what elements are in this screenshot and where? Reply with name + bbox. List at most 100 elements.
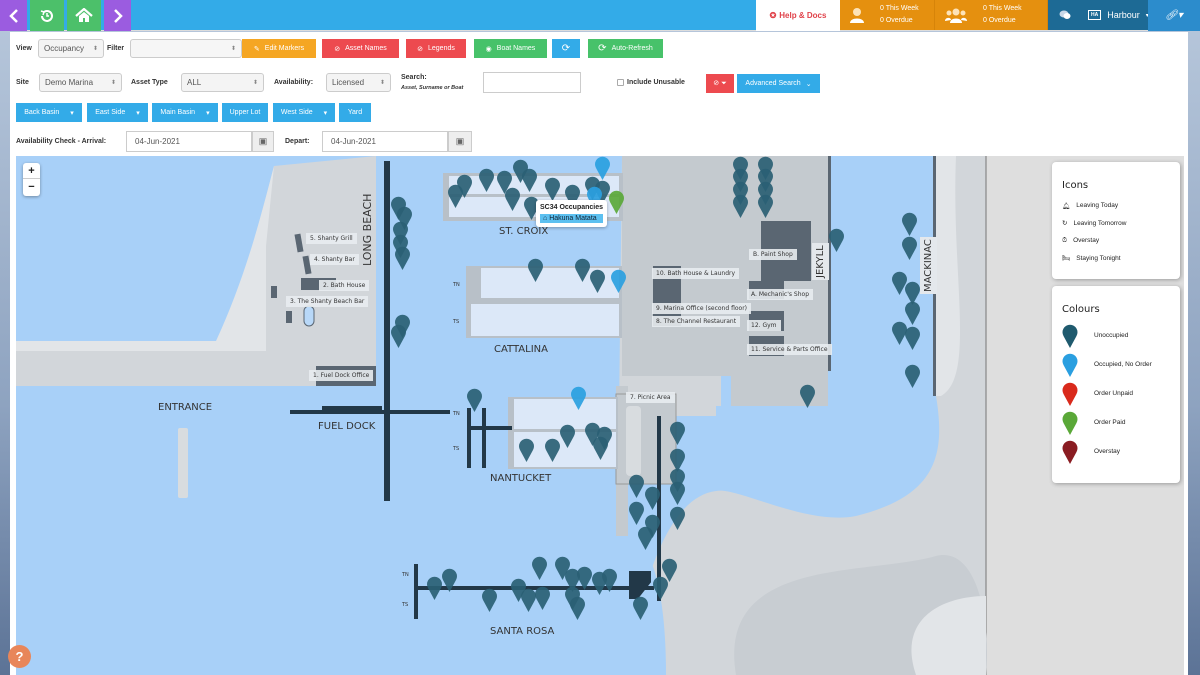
berth-marker[interactable]: [570, 386, 586, 410]
berth-marker[interactable]: [732, 156, 748, 180]
building-label-picnic-area[interactable]: 7. Picnic Area: [626, 392, 675, 403]
berth-marker[interactable]: [523, 196, 539, 220]
area-button-east-side[interactable]: East Side▾: [87, 103, 148, 122]
berth-marker[interactable]: [628, 501, 644, 525]
berth-marker[interactable]: [757, 168, 773, 192]
berth-marker[interactable]: [601, 568, 617, 592]
help-docs-button[interactable]: ✪ Help & Docs: [756, 0, 840, 31]
edit-markers-button[interactable]: ✎Edit Markers: [242, 39, 316, 58]
berth-marker[interactable]: [904, 281, 920, 305]
berth-marker[interactable]: [576, 566, 592, 590]
berth-marker[interactable]: [891, 271, 907, 295]
berth-marker[interactable]: [901, 212, 917, 236]
berth-marker[interactable]: [669, 468, 685, 492]
berth-marker[interactable]: [594, 180, 610, 204]
berth-marker[interactable]: [904, 301, 920, 325]
asset-type-select[interactable]: ALL⬍: [181, 73, 264, 92]
berth-marker[interactable]: [592, 436, 608, 460]
berth-marker[interactable]: [669, 481, 685, 505]
berth-marker[interactable]: [608, 190, 624, 214]
boat-names-button[interactable]: ◉Boat Names: [474, 39, 547, 58]
building-label-paint-shop[interactable]: B. Paint Shop: [749, 249, 797, 260]
berth-marker[interactable]: [394, 246, 410, 270]
berth-marker[interactable]: [559, 424, 575, 448]
search-input[interactable]: [483, 72, 581, 93]
berth-marker[interactable]: [757, 181, 773, 205]
berth-marker[interactable]: [554, 556, 570, 580]
berth-marker[interactable]: [520, 588, 536, 612]
berth-marker[interactable]: [496, 170, 512, 194]
berth-marker[interactable]: [828, 228, 844, 252]
auto-refresh-button[interactable]: ⟳Auto-Refresh: [588, 39, 663, 58]
berth-marker[interactable]: [544, 177, 560, 201]
depart-calendar-button[interactable]: ▣: [448, 131, 472, 152]
view-select[interactable]: Occupancy⬍: [38, 39, 104, 58]
berth-marker[interactable]: [478, 168, 494, 192]
berth-marker[interactable]: [456, 174, 472, 198]
area-button-west-side[interactable]: West Side▾: [273, 103, 335, 122]
berth-marker[interactable]: [512, 159, 528, 183]
zoom-out-button[interactable]: −: [28, 181, 35, 193]
legends-button[interactable]: ⊘Legends: [406, 39, 466, 58]
popup-boat-link[interactable]: ⌂ Hakuna Matata: [540, 214, 604, 223]
berth-marker[interactable]: [652, 576, 668, 600]
back-button[interactable]: [0, 0, 27, 31]
berth-marker[interactable]: [904, 326, 920, 350]
berth-marker[interactable]: [441, 568, 457, 592]
berth-marker[interactable]: [396, 206, 412, 230]
berth-marker[interactable]: [757, 194, 773, 218]
building-label-shanty-beach-bar[interactable]: 3. The Shanty Beach Bar: [286, 296, 369, 307]
berth-marker[interactable]: [669, 506, 685, 530]
building-label-gym[interactable]: 12. Gym: [747, 320, 781, 331]
arrival-calendar-button[interactable]: ▣: [252, 131, 274, 152]
area-button-main-basin[interactable]: Main Basin▾: [152, 103, 218, 122]
berth-marker[interactable]: [757, 156, 773, 180]
berth-marker[interactable]: [447, 184, 463, 208]
berth-marker[interactable]: [518, 438, 534, 462]
berth-marker[interactable]: [901, 236, 917, 260]
berth-marker[interactable]: [584, 422, 600, 446]
chat-button[interactable]: [1048, 0, 1082, 30]
berth-marker[interactable]: [534, 586, 550, 610]
berth-marker[interactable]: [732, 181, 748, 205]
berth-marker[interactable]: [594, 156, 610, 180]
berth-marker[interactable]: [392, 221, 408, 245]
berth-marker[interactable]: [527, 258, 543, 282]
zoom-in-button[interactable]: +: [23, 163, 40, 179]
depart-date-input[interactable]: 04-Jun-2021: [322, 131, 448, 152]
history-button[interactable]: [30, 0, 64, 31]
building-label-shanty-grill[interactable]: 5. Shanty Grill: [306, 233, 357, 244]
berth-marker[interactable]: [426, 576, 442, 600]
berth-marker[interactable]: [644, 486, 660, 510]
refresh-button[interactable]: ⟳: [552, 39, 580, 58]
berth-marker[interactable]: [732, 194, 748, 218]
berth-marker[interactable]: [544, 438, 560, 462]
building-label-mechanics-shop[interactable]: A. Mechanic's Shop: [747, 289, 814, 300]
organisation-menu[interactable]: HA Harbour ▾: [1082, 0, 1149, 30]
berth-marker[interactable]: [390, 196, 406, 220]
area-button-yard[interactable]: Yard: [339, 103, 371, 122]
berth-marker[interactable]: [564, 568, 580, 592]
berth-marker[interactable]: [799, 384, 815, 408]
building-label-channel-restaurant[interactable]: 8. The Channel Restaurant: [652, 316, 741, 327]
quick-links-menu[interactable]: 🔗︎▾: [1148, 0, 1200, 31]
marina-map[interactable]: + − LONG BEACH FUEL DOCK ENTRANCE ST. CR…: [16, 156, 1184, 675]
berth-marker[interactable]: [569, 596, 585, 620]
berth-marker[interactable]: [510, 578, 526, 602]
filter-select[interactable]: ⬍: [130, 39, 242, 58]
berth-marker[interactable]: [521, 168, 537, 192]
area-button-upper-lot[interactable]: Upper Lot: [222, 103, 268, 122]
building-label-marina-office[interactable]: 9. Marina Office (second floor): [652, 303, 752, 314]
berth-marker[interactable]: [466, 388, 482, 412]
building-label-service-parts[interactable]: 11. Service & Parts Office: [747, 344, 832, 355]
berth-marker[interactable]: [669, 421, 685, 445]
home-button[interactable]: [67, 0, 101, 31]
berth-marker[interactable]: [390, 324, 406, 348]
help-chat-button[interactable]: ?: [8, 645, 31, 668]
berth-marker[interactable]: [628, 474, 644, 498]
berth-marker[interactable]: [589, 269, 605, 293]
berth-marker[interactable]: [610, 269, 626, 293]
berth-marker[interactable]: [891, 321, 907, 345]
